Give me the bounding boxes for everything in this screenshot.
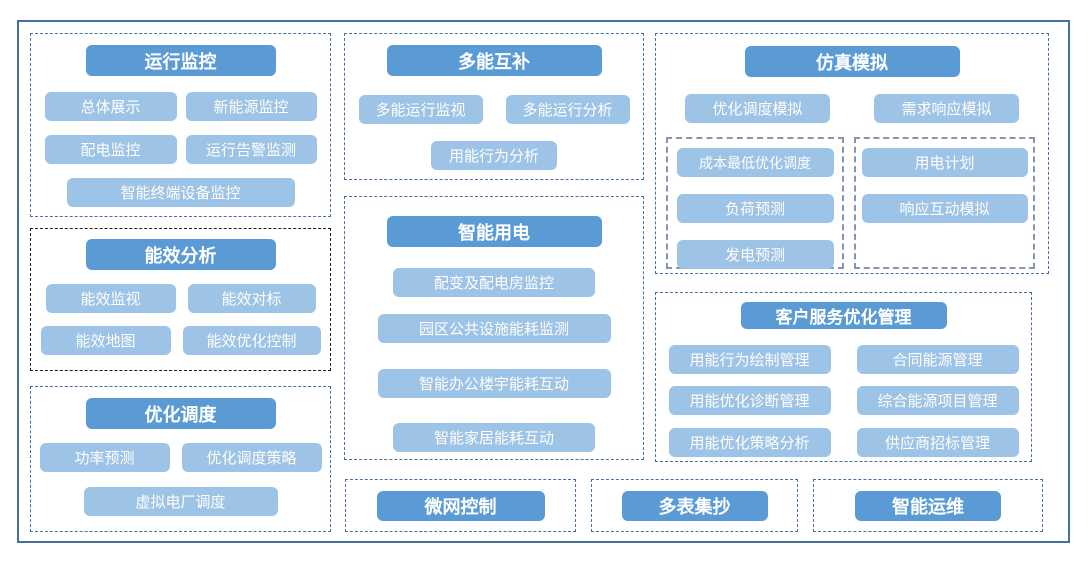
row: 能效监视 能效对标 <box>45 284 316 313</box>
group-simulation: 仿真模拟 优化调度模拟 需求响应模拟 成本最低优化调度 负荷预测 发电预测 用电… <box>655 33 1049 274</box>
row: 用能优化策略分析 供应商招标管理 <box>668 428 1019 457</box>
group-header-optimal-dispatch[interactable]: 优化调度 <box>85 398 276 429</box>
module-tile-efficiency-map[interactable]: 能效地图 <box>40 326 171 355</box>
row: 总体展示 新能源监控 <box>44 92 317 121</box>
module-tile-overall-display[interactable]: 总体展示 <box>44 92 177 121</box>
row: 智能运维 <box>814 480 1042 531</box>
module-tile-multi-energy-analysis[interactable]: 多能运行分析 <box>505 95 630 124</box>
row: 用能优化诊断管理 综合能源项目管理 <box>668 386 1019 415</box>
module-tile-smart-office-energy-interaction[interactable]: 智能办公楼宇能耗互动 <box>377 369 611 398</box>
module-tile-demand-response-simulation[interactable]: 需求响应模拟 <box>874 94 1019 123</box>
module-tile-park-facility-energy-monitoring[interactable]: 园区公共设施能耗监测 <box>377 314 611 343</box>
outer-frame <box>17 20 1070 543</box>
module-tile-transformer-room-monitoring[interactable]: 配变及配电房监控 <box>393 268 595 297</box>
module-tile-contract-energy-management[interactable]: 合同能源管理 <box>856 345 1019 374</box>
group-header-smart-om[interactable]: 智能运维 <box>855 490 1001 521</box>
module-tile-energy-strategy-analysis[interactable]: 用能优化策略分析 <box>668 428 831 457</box>
group-smart-power: 智能用电 配变及配电房监控 园区公共设施能耗监测 智能办公楼宇能耗互动 智能家居… <box>344 196 644 460</box>
module-tile-alarm-monitoring[interactable]: 运行告警监测 <box>185 135 317 164</box>
subgroup-simulation-left: 成本最低优化调度 负荷预测 发电预测 <box>666 137 844 269</box>
row: 多能运行监视 多能运行分析 <box>358 95 630 124</box>
row: 用能行为绘制管理 合同能源管理 <box>668 345 1019 374</box>
row: 功率预测 优化调度策略 <box>39 443 322 472</box>
row: 微网控制 <box>346 480 575 531</box>
module-tile-smart-home-energy-interaction[interactable]: 智能家居能耗互动 <box>393 423 595 452</box>
row: 用能行为分析 <box>431 141 557 170</box>
module-tile-multi-energy-monitoring[interactable]: 多能运行监视 <box>358 95 483 124</box>
group-operation-monitoring: 运行监控 总体展示 新能源监控 配电监控 运行告警监测 智能终端设备监控 <box>30 33 331 217</box>
group-energy-analysis: 能效分析 能效监视 能效对标 能效地图 能效优化控制 <box>30 228 331 371</box>
row: 虚拟电厂调度 <box>83 487 278 516</box>
group-optimal-dispatch: 优化调度 功率预测 优化调度策略 虚拟电厂调度 <box>30 386 331 532</box>
module-tile-dispatch-strategy[interactable]: 优化调度策略 <box>181 443 322 472</box>
row: 优化调度模拟 需求响应模拟 <box>685 94 1019 123</box>
module-tile-virtual-plant-dispatch[interactable]: 虚拟电厂调度 <box>83 487 278 516</box>
module-tile-min-cost-dispatch[interactable]: 成本最低优化调度 <box>676 148 834 177</box>
group-header-microgrid-control[interactable]: 微网控制 <box>376 490 545 521</box>
module-tile-new-energy-monitoring[interactable]: 新能源监控 <box>185 92 317 121</box>
module-tile-smart-terminal-monitoring[interactable]: 智能终端设备监控 <box>66 178 295 207</box>
group-header-multi-energy[interactable]: 多能互补 <box>386 45 602 76</box>
group-header-energy-analysis[interactable]: 能效分析 <box>85 239 276 270</box>
module-tile-response-interaction-simulation[interactable]: 响应互动模拟 <box>861 194 1028 223</box>
group-header-operation-monitoring[interactable]: 运行监控 <box>85 45 276 76</box>
subgroup-simulation-right: 用电计划 响应互动模拟 <box>854 137 1035 269</box>
module-tile-generation-forecast[interactable]: 发电预测 <box>676 240 834 269</box>
group-multi-energy: 多能互补 多能运行监视 多能运行分析 用能行为分析 <box>344 33 644 180</box>
module-tile-power-usage-plan[interactable]: 用电计划 <box>861 148 1028 177</box>
module-tile-efficiency-monitoring[interactable]: 能效监视 <box>45 284 176 313</box>
row: 配电监控 运行告警监测 <box>44 135 317 164</box>
module-tile-energy-behavior-analysis[interactable]: 用能行为分析 <box>431 141 557 170</box>
module-tile-power-forecast[interactable]: 功率预测 <box>39 443 170 472</box>
group-header-customer-service[interactable]: 客户服务优化管理 <box>740 302 947 329</box>
module-tile-distribution-monitoring[interactable]: 配电监控 <box>44 135 177 164</box>
module-tile-energy-optimization-diagnosis[interactable]: 用能优化诊断管理 <box>668 386 831 415</box>
group-header-simulation[interactable]: 仿真模拟 <box>744 46 960 77</box>
module-tile-load-forecast[interactable]: 负荷预测 <box>676 194 834 223</box>
group-header-multi-meter-reading[interactable]: 多表集抄 <box>621 490 768 521</box>
group-customer-service: 客户服务优化管理 用能行为绘制管理 合同能源管理 用能优化诊断管理 综合能源项目… <box>655 292 1032 462</box>
module-tile-dispatch-simulation[interactable]: 优化调度模拟 <box>685 94 830 123</box>
group-multi-meter-reading: 多表集抄 <box>591 479 798 532</box>
group-smart-om: 智能运维 <box>813 479 1043 532</box>
group-header-smart-power[interactable]: 智能用电 <box>386 216 602 247</box>
row: 智能终端设备监控 <box>66 178 295 207</box>
row: 多表集抄 <box>592 480 797 531</box>
module-tile-efficiency-optimal-control[interactable]: 能效优化控制 <box>182 326 321 355</box>
module-tile-integrated-energy-project[interactable]: 综合能源项目管理 <box>856 386 1019 415</box>
row: 能效地图 能效优化控制 <box>40 326 321 355</box>
module-tile-energy-behavior-profiling[interactable]: 用能行为绘制管理 <box>668 345 831 374</box>
module-tile-supplier-bidding[interactable]: 供应商招标管理 <box>856 428 1019 457</box>
group-microgrid-control: 微网控制 <box>345 479 576 532</box>
module-tile-efficiency-benchmarking[interactable]: 能效对标 <box>187 284 316 313</box>
